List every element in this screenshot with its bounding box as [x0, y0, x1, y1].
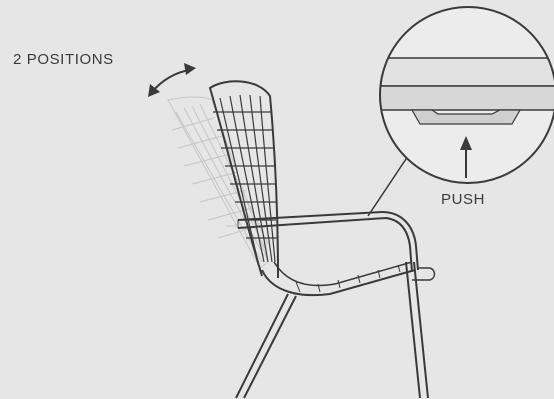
two-position-arrow-icon [148, 63, 196, 97]
seat [262, 262, 415, 295]
push-label: PUSH [441, 191, 485, 208]
detail-leader-line [368, 150, 412, 216]
two-positions-label: 2 POSITIONS [13, 51, 114, 68]
backrest [210, 81, 278, 278]
magnified-detail [370, 7, 554, 183]
chair-legs [236, 262, 428, 398]
